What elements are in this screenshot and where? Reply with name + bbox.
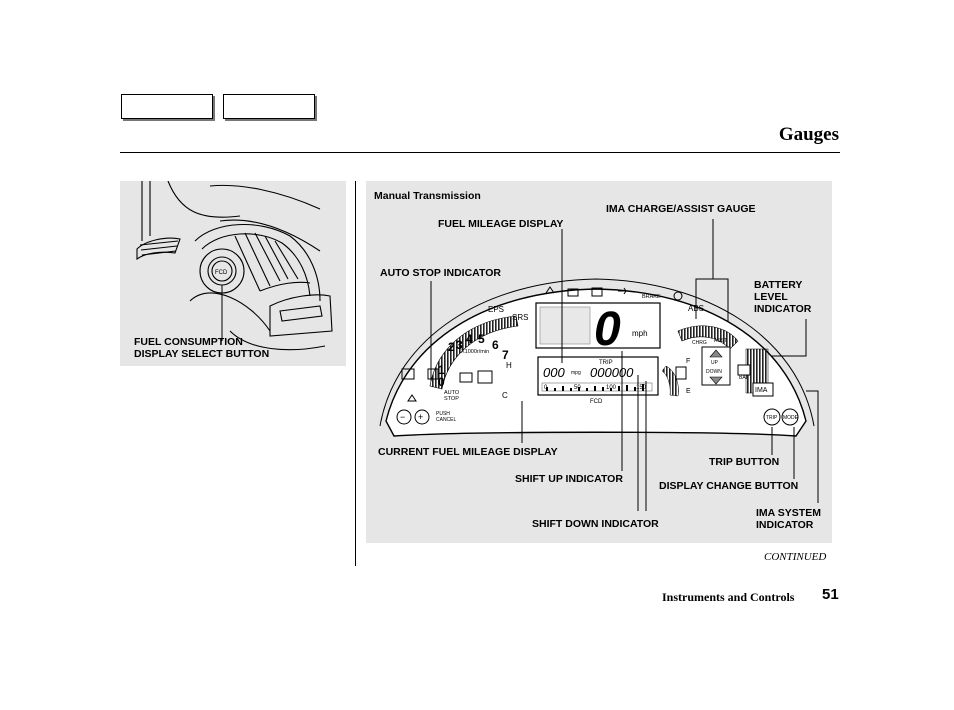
svg-text:6: 6: [492, 338, 499, 352]
eps-indicator: EPS: [488, 305, 504, 314]
page-title: Gauges: [778, 124, 839, 145]
svg-text:2: 2: [448, 340, 455, 354]
trip-label: TRIP: [599, 360, 613, 366]
header-tab-2: [223, 94, 315, 119]
footer-section: Instruments and Controls: [662, 590, 795, 604]
svg-text:7: 7: [502, 348, 509, 362]
svg-text:DOWN: DOWN: [706, 369, 722, 375]
svg-text:+: +: [418, 412, 423, 422]
ima-system-indicator-callout: IMA SYSTEM INDICATOR: [756, 507, 821, 531]
svg-text:100: 100: [606, 385, 617, 391]
shift-down-indicator-callout: SHIFT DOWN INDICATOR: [532, 518, 659, 530]
mode-button-label: MODE: [783, 415, 799, 421]
svg-text:4: 4: [466, 332, 473, 346]
ima-gauge-callout: IMA CHARGE/ASSIST GAUGE: [606, 203, 756, 215]
svg-text:3: 3: [456, 338, 463, 352]
battery-level-indicator-callout: BATTERY LEVEL INDICATOR: [754, 279, 812, 315]
page-number: 51: [822, 586, 839, 603]
display-change-button-callout: DISPLAY CHANGE BUTTON: [659, 480, 799, 492]
speed-unit: mph: [632, 329, 648, 338]
svg-text:C: C: [502, 391, 508, 400]
right-figure-panel: EPS SRS BRAKE ABS 0 mph 2 3 4 5 6 7 1 0 …: [366, 181, 832, 543]
svg-text:−: −: [400, 412, 405, 422]
ima-indicator: IMA: [755, 387, 768, 394]
svg-text:0: 0: [438, 375, 445, 389]
speed-readout: 0: [594, 303, 621, 356]
auto-stop-label-2: STOP: [444, 396, 459, 402]
svg-text:CANCEL: CANCEL: [436, 417, 457, 423]
current-fuel-mileage-display-callout: CURRENT FUEL MILEAGE DISPLAY: [378, 446, 558, 458]
title-rule: [120, 152, 840, 153]
trip-button-callout: TRIP BUTTON: [709, 456, 780, 468]
fcd-label: FCD: [590, 399, 603, 405]
svg-text:ASST: ASST: [714, 338, 727, 344]
dashboard-button-illustration: FCD: [136, 181, 333, 351]
odometer-value: 000000: [590, 365, 634, 380]
left-figure-panel: FCD FUEL CONSUMPTION DISPLAY SELECT BUTT…: [120, 181, 346, 366]
svg-text:5: 5: [478, 332, 485, 346]
svg-text:BAT: BAT: [739, 375, 748, 381]
srs-indicator: SRS: [512, 313, 528, 322]
continued-note: CONTINUED: [764, 551, 827, 563]
svg-text:1: 1: [438, 363, 445, 377]
svg-text:PUSH: PUSH: [436, 411, 450, 417]
fcd-button-label: FCD: [215, 270, 228, 276]
auto-stop-indicator-callout: AUTO STOP INDICATOR: [380, 267, 501, 279]
svg-text:50: 50: [574, 385, 581, 391]
svg-text:F: F: [686, 358, 690, 365]
brake-indicator: BRAKE: [642, 294, 661, 300]
fuel-mileage-display-callout: FUEL MILEAGE DISPLAY: [438, 218, 564, 230]
fcd-button-callout: FUEL CONSUMPTION DISPLAY SELECT BUTTON: [134, 336, 270, 360]
svg-text:UP: UP: [711, 360, 719, 366]
svg-text:H: H: [506, 361, 512, 370]
svg-text:E: E: [686, 388, 691, 395]
svg-text:0: 0: [544, 385, 548, 391]
svg-text:mpg: mpg: [571, 370, 581, 376]
header-tab-1: [121, 94, 213, 119]
trip-button-label: TRIP: [766, 415, 778, 421]
figure-heading: Manual Transmission: [374, 190, 481, 202]
shift-up-indicator-callout: SHIFT UP INDICATOR: [515, 473, 623, 485]
auto-stop-label: AUTO: [444, 390, 460, 396]
svg-text:150: 150: [636, 385, 647, 391]
mileage-value: 000: [543, 365, 565, 380]
column-divider: [355, 181, 356, 566]
tach-unit: X1000r/min: [461, 349, 489, 355]
svg-text:CHRG: CHRG: [692, 340, 707, 346]
instrument-cluster-illustration: EPS SRS BRAKE ABS 0 mph 2 3 4 5 6 7 1 0 …: [379, 219, 819, 511]
